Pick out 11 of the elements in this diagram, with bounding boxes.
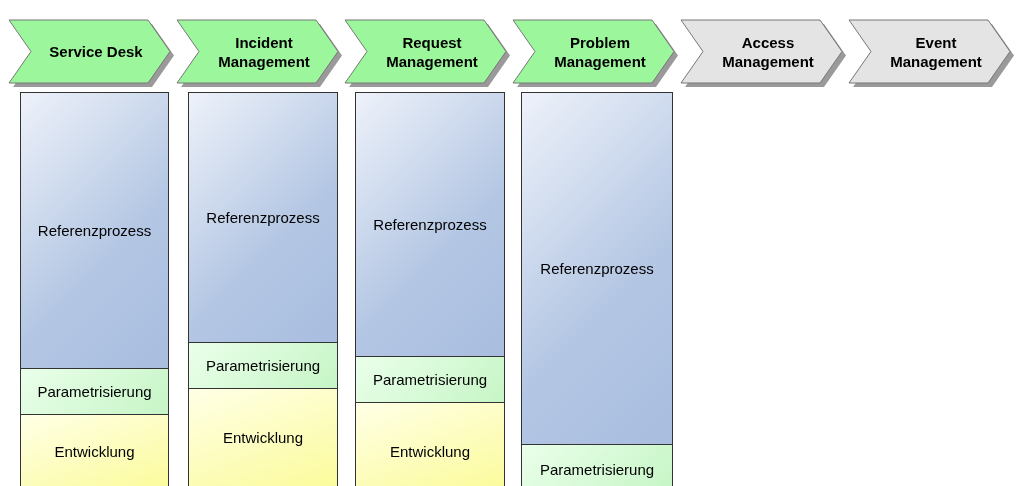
development-block: Entwicklung [355,402,505,486]
reference-process-block: Referenzprozess [188,92,338,343]
parametrization-block: Parametrisierung [355,356,505,403]
development-block: Entwicklung [20,414,169,486]
parametrization-block: Parametrisierung [521,444,673,486]
reference-process-block: Referenzprozess [521,92,673,445]
development-block: Entwicklung [188,388,338,486]
parametrization-block: Parametrisierung [188,342,338,389]
parametrization-block: Parametrisierung [20,368,169,415]
reference-process-block: Referenzprozess [20,92,169,369]
reference-process-block: Referenzprozess [355,92,505,357]
